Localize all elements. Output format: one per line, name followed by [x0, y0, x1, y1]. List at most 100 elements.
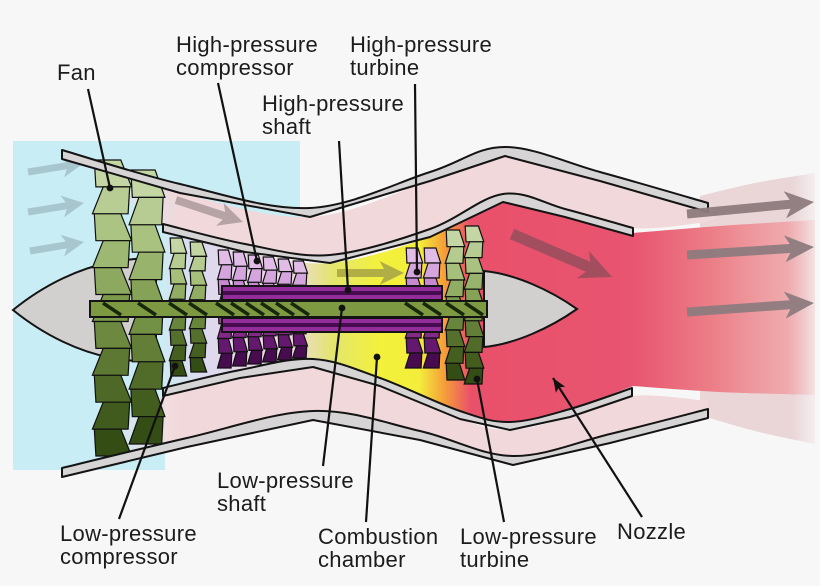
label-fan: Fan [57, 60, 96, 85]
blade-segment [188, 255, 207, 272]
shaft-blade-root-slash [445, 301, 465, 317]
blade-segment [168, 283, 187, 300]
leader-line-low-pressure-turbine [475, 378, 506, 523]
blade-segment [422, 352, 441, 369]
leader-line-low-pressure-shaft [321, 307, 344, 467]
blade-segment [91, 401, 131, 430]
blade-segment [464, 257, 485, 274]
blade-segment [246, 349, 263, 365]
blade-segment [463, 336, 484, 353]
exhaust-arrows [686, 191, 814, 319]
blade-segment [216, 352, 233, 369]
leader-line-combustion-chamber [364, 356, 379, 523]
intake-flow-arrow [29, 234, 84, 257]
leader-dot-low-pressure-compressor [171, 362, 179, 370]
shaft-blade-root-slash [168, 301, 188, 317]
blade-segment [232, 336, 249, 353]
label-low-pressure-shaft: Low-pressure shaft [217, 468, 354, 516]
bypass-ducts [62, 156, 716, 468]
blade-segment [464, 351, 485, 369]
exhaust-flow-arrow [686, 191, 814, 219]
blade-segment [445, 329, 466, 348]
leader-line-high-pressure-turbine [413, 83, 419, 273]
bypass-duct-bottom [62, 366, 708, 468]
label-low-pressure-compressor: Low-pressure compressor [60, 521, 197, 569]
core-cowl-bottom [162, 357, 633, 431]
leader-dot-high-pressure-shaft [344, 286, 352, 294]
shaft-blade-root-slash [215, 301, 235, 317]
leader-line-high-pressure-shaft [337, 140, 350, 291]
blade-segment [292, 333, 309, 347]
blade-segment [231, 265, 248, 282]
blade-segment [405, 337, 424, 354]
intake-flow-arrow [27, 195, 84, 218]
nacelle-bottom [61, 408, 709, 478]
casing [61, 146, 709, 478]
blade-segment [91, 240, 131, 269]
leader-dot-high-pressure-turbine [413, 268, 421, 276]
blade-segment [216, 264, 233, 281]
shafts [89, 285, 488, 333]
combustion-flow-arrow [337, 261, 404, 285]
blade-segment [464, 320, 485, 338]
bypass-duct-top [62, 156, 716, 256]
blade-segment [189, 270, 208, 286]
blade-segment [91, 347, 131, 376]
core-exhaust-flow-arrow [509, 228, 612, 279]
shaft-blade-root-slash [275, 301, 295, 317]
blade-segment [276, 271, 293, 285]
leader-dot-combustion-chamber [373, 353, 381, 361]
blade-segment [261, 269, 278, 284]
label-low-pressure-turbine: Low-pressure turbine [460, 524, 597, 572]
shaft-blade-root-slash [290, 301, 310, 317]
blade-segment [262, 256, 279, 271]
blade-segment [246, 268, 263, 283]
label-high-pressure-compressor: High-pressure compressor [176, 32, 319, 80]
blade-segment [128, 361, 164, 390]
blade-segment [444, 246, 465, 264]
leader-dot-low-pressure-shaft [338, 304, 346, 312]
label-combustion-chamber: Combustion chamber [318, 524, 439, 572]
blade-segment [444, 346, 465, 364]
shaft-blade-root-slash [102, 301, 122, 317]
blade-segment [188, 342, 207, 359]
blade-segment [445, 362, 466, 381]
nacelle-top [61, 146, 709, 218]
blade-segment [168, 252, 187, 270]
leader-lines [86, 82, 643, 523]
blade-segment [247, 336, 264, 351]
blade-segment [217, 249, 234, 266]
blade-segment [128, 196, 164, 226]
blade-segment [231, 351, 248, 367]
blade-segment [404, 352, 423, 369]
blade-segment [189, 328, 208, 344]
blade-segment [463, 272, 484, 290]
leader-dot-low-pressure-turbine [473, 375, 481, 383]
blade-segment [464, 225, 485, 243]
blade-segment [422, 262, 441, 279]
blade-segment [168, 344, 187, 362]
blade-segment [130, 333, 166, 363]
label-high-pressure-turbine: High-pressure turbine [350, 32, 493, 80]
shaft-blade-root-slash [245, 301, 265, 317]
blade-segment [277, 334, 294, 348]
leader-line-low-pressure-compressor [117, 365, 177, 520]
shaft-blade-root-slash [230, 301, 250, 317]
blade-segment [232, 251, 249, 267]
blade-segment [189, 357, 208, 373]
leader-arrowhead-nozzle [553, 378, 566, 393]
shaft-blade-root-slash [137, 301, 157, 317]
leader-line-fan [86, 88, 112, 189]
leader-line-high-pressure-compressor [216, 82, 259, 262]
leader-dot-fan [106, 184, 114, 192]
blade-segment [169, 237, 188, 254]
blade-segment [423, 247, 442, 264]
blade-segment [444, 279, 465, 298]
blade-segment [262, 335, 279, 350]
blade-segment [445, 262, 466, 281]
leader-dot-high-pressure-compressor [253, 257, 261, 265]
core-cowl-top [162, 192, 634, 264]
shaft-blade-root-slash [260, 301, 280, 317]
